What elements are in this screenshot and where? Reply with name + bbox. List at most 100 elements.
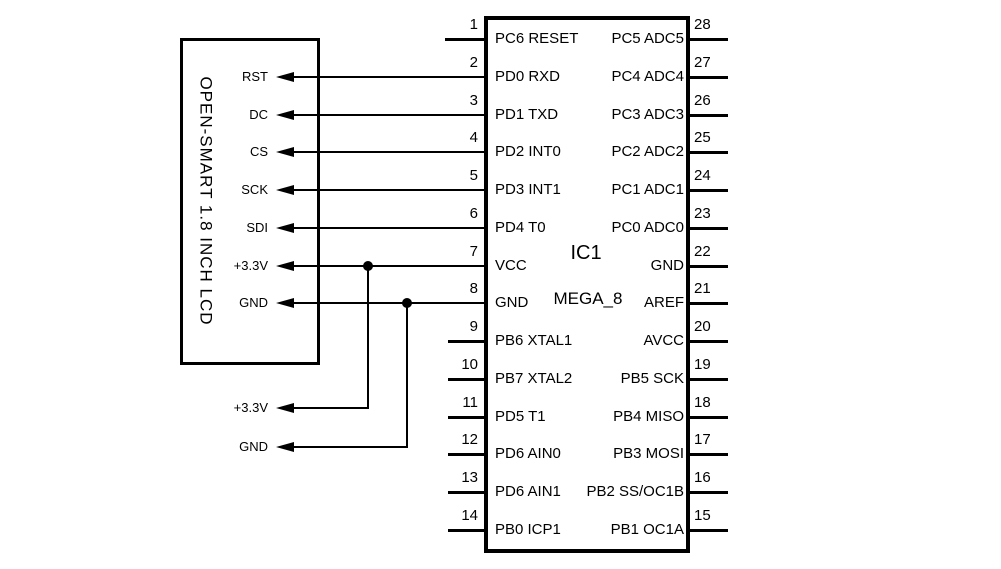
lcd-pin-label-sdi: SDI (246, 220, 268, 235)
arrowhead-icon (276, 147, 294, 157)
pin-label: PC2 ADC2 (611, 143, 684, 160)
arrowhead-icon (276, 442, 294, 452)
pin-number: 19 (694, 356, 711, 373)
lcd-pin-label-sck: SCK (241, 182, 268, 197)
pin-number: 1 (469, 16, 478, 33)
pin-stub (690, 340, 728, 343)
pin-number: 18 (694, 394, 711, 411)
power-branch-wire (367, 265, 369, 409)
pin-stub (690, 416, 728, 419)
pin-number: 23 (694, 205, 711, 222)
pin-label: PD0 RXD (495, 68, 561, 85)
power-tap-wire (290, 407, 369, 409)
pin-number: 5 (469, 167, 478, 184)
pin-number: 25 (694, 129, 711, 146)
pin-label: PB2 SS/OC1B (586, 483, 684, 500)
arrowhead-icon (276, 72, 294, 82)
signal-wire (290, 76, 484, 78)
pin-number: 14 (461, 507, 478, 524)
pin-label: PC0 ADC0 (611, 219, 684, 236)
pin-stub (690, 529, 728, 532)
signal-wire (290, 114, 484, 116)
pin-number: 28 (694, 16, 711, 33)
pin-label: PB1 OC1A (610, 521, 684, 538)
power-tap-label-gnd: GND (239, 439, 268, 454)
ground-wire (290, 302, 484, 304)
lcd-pin-label-33v: +3.3V (233, 258, 268, 273)
ic-part-name: MEGA_8 (553, 289, 623, 308)
pin-label: PD4 T0 (495, 219, 546, 236)
lcd-pin-label-cs: CS (249, 144, 268, 159)
pin-stub (690, 302, 728, 305)
pin-label: PB5 SCK (620, 370, 684, 387)
pin-stub (690, 114, 728, 117)
pin-label: GND (650, 257, 684, 274)
pin-label: PD3 INT1 (495, 181, 561, 198)
pin-number: 2 (469, 54, 478, 71)
pin-number: 11 (462, 394, 478, 411)
pin-label: VCC (495, 257, 527, 274)
pin-number: 8 (469, 280, 478, 297)
pin-number: 13 (461, 469, 478, 486)
signal-wire (290, 227, 484, 229)
pin-label: PD2 INT0 (495, 143, 561, 160)
pin-stub (690, 38, 728, 41)
lcd-module-box (180, 38, 320, 365)
pin-label: PB0 ICP1 (495, 521, 561, 538)
pin-stub (445, 38, 484, 41)
signal-wire (290, 189, 484, 191)
pin-stub (690, 378, 728, 381)
arrowhead-icon (276, 261, 294, 271)
power-tap-label-33v: +3.3V (233, 400, 268, 415)
pin-label: PB7 XTAL2 (495, 370, 573, 387)
pin-stub (448, 453, 484, 456)
arrowhead-icon (276, 185, 294, 195)
pin-label: PC5 ADC5 (611, 30, 684, 47)
pin-number: 16 (694, 469, 711, 486)
pin-number: 22 (694, 243, 711, 260)
pin-number: 21 (694, 280, 711, 297)
pin-stub (448, 340, 484, 343)
pin-stub (690, 227, 728, 230)
arrowhead-icon (276, 110, 294, 120)
pin-number: 15 (694, 507, 711, 524)
pin-number: 4 (469, 129, 478, 146)
pin-number: 27 (694, 54, 711, 71)
pin-number: 9 (469, 318, 478, 335)
pin-label: PD6 AIN0 (495, 445, 561, 462)
pin-label: PC6 RESET (495, 30, 579, 47)
ground-branch-wire (406, 302, 408, 448)
lcd-pin-label-rst: RST (242, 69, 268, 84)
lcd-module-title: OPEN-SMART 1.8 INCH LCD (196, 76, 216, 326)
pin-label: AREF (643, 294, 684, 311)
pin-stub (690, 151, 728, 154)
pin-label: PD6 AIN1 (495, 483, 561, 500)
pin-number: 3 (469, 92, 478, 109)
pin-number: 10 (461, 356, 478, 373)
arrowhead-icon (276, 403, 294, 413)
pin-label: PD5 T1 (495, 408, 546, 425)
pin-label: GND (495, 294, 529, 311)
pin-label: AVCC (643, 332, 684, 349)
pin-label: PB3 MOSI (613, 445, 684, 462)
pin-label: PC1 ADC1 (611, 181, 684, 198)
pin-stub (690, 189, 728, 192)
pin-stub (690, 453, 728, 456)
ic-designator: IC1 (570, 242, 602, 264)
pin-number: 17 (694, 431, 711, 448)
ic-box (484, 16, 690, 553)
pin-number: 20 (694, 318, 711, 335)
pin-stub (448, 491, 484, 494)
arrowhead-icon (276, 298, 294, 308)
pin-label: PB4 MISO (613, 408, 684, 425)
pin-number: 7 (469, 243, 478, 260)
pin-label: PC4 ADC4 (611, 68, 684, 85)
power-wire (290, 265, 484, 267)
pin-number: 12 (461, 431, 478, 448)
pin-stub (448, 416, 484, 419)
pin-label: PC3 ADC3 (611, 106, 684, 123)
arrowhead-icon (276, 223, 294, 233)
pin-number: 24 (694, 167, 711, 184)
pin-label: PD1 TXD (495, 106, 559, 123)
